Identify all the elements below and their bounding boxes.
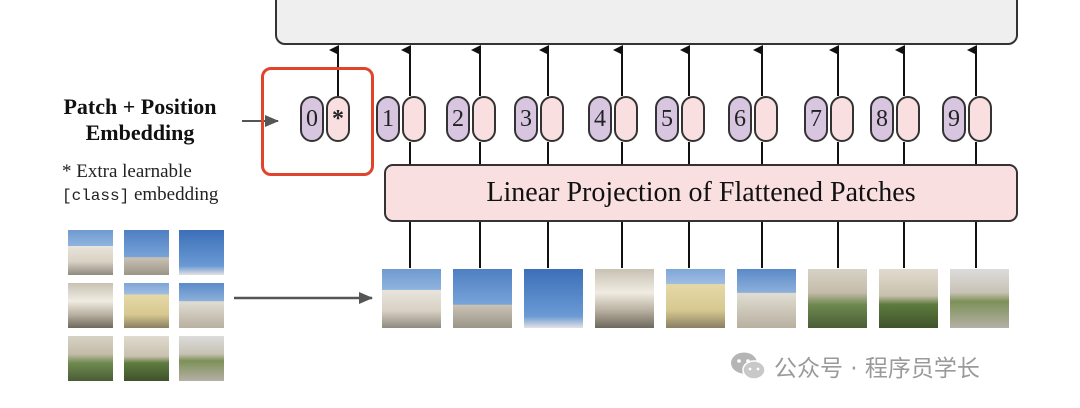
transformer-encoder-box: [275, 0, 1018, 45]
class-token-embedding: [326, 96, 350, 142]
patch-embedding-2: [472, 96, 496, 142]
grid-patch-8: [124, 336, 169, 381]
wechat-icon: [731, 352, 766, 380]
patch-image-9: [950, 269, 1009, 328]
grid-patch-1: [68, 230, 113, 275]
patch-image-3: [524, 269, 583, 328]
position-embedding-1: [376, 96, 400, 142]
extra-note-suffix: embedding: [129, 184, 219, 205]
patch-embedding-7: [830, 96, 854, 142]
position-index-1: 1: [382, 106, 394, 132]
grid-patch-7: [68, 336, 113, 381]
position-embedding-8: [870, 96, 894, 142]
patch-image-1: [382, 269, 441, 328]
class-token-code: [class]: [62, 187, 130, 205]
position-index-7: 7: [810, 106, 822, 132]
extra-note-line2: [class] embedding: [62, 183, 218, 208]
patch-image-4: [595, 269, 654, 328]
patch-embedding-1: [402, 96, 426, 142]
grid-patch-9: [179, 336, 224, 381]
patch-embedding-3: [540, 96, 564, 142]
position-index-6: 6: [734, 106, 746, 132]
position-embedding-5: [655, 96, 679, 142]
patch-image-7: [808, 269, 867, 328]
patch-embedding-5: [681, 96, 705, 142]
position-index-0: 0: [306, 106, 318, 132]
position-embedding-9: [942, 96, 966, 142]
watermark-text: 公众号 · 程序员学长: [774, 356, 980, 382]
position-embedding-4: [588, 96, 612, 142]
position-index-5: 5: [661, 106, 673, 132]
watermark: 公众号 · 程序员学长: [730, 348, 980, 384]
position-index-2: 2: [452, 106, 464, 132]
position-embedding-2: [446, 96, 470, 142]
position-index-3: 3: [520, 106, 532, 132]
position-embedding-0: [300, 96, 324, 142]
patch-embedding-6: [754, 96, 778, 142]
position-embedding-3: [514, 96, 538, 142]
position-index-4: 4: [594, 106, 606, 132]
grid-patch-2: [124, 230, 169, 275]
class-token-star: *: [332, 106, 344, 132]
position-embedding-6: [728, 96, 752, 142]
extra-note-line1: * Extra learnable: [62, 161, 192, 182]
grid-patch-4: [68, 283, 113, 328]
patch-image-5: [666, 269, 725, 328]
patch-position-embedding-label: Patch + Position Embedding: [40, 94, 240, 146]
patch-image-6: [737, 269, 796, 328]
patch-embedding-4: [614, 96, 638, 142]
patch-embedding-8: [896, 96, 920, 142]
linear-projection-box: Linear Projection of Flattened Patches: [384, 164, 1018, 222]
position-index-8: 8: [876, 106, 888, 132]
position-index-9: 9: [948, 106, 960, 132]
patch-embedding-9: [968, 96, 992, 142]
patch-position-line1: Patch + Position: [63, 94, 217, 119]
patch-image-2: [453, 269, 512, 328]
patch-position-line2: Embedding: [85, 120, 195, 145]
grid-patch-3: [179, 230, 224, 275]
grid-patch-6: [179, 283, 224, 328]
patch-image-8: [879, 269, 938, 328]
extra-learnable-note: * Extra learnable [class] embedding: [62, 160, 218, 208]
position-embedding-7: [804, 96, 828, 142]
class-token-highlight: [261, 67, 374, 176]
grid-patch-5: [124, 283, 169, 328]
